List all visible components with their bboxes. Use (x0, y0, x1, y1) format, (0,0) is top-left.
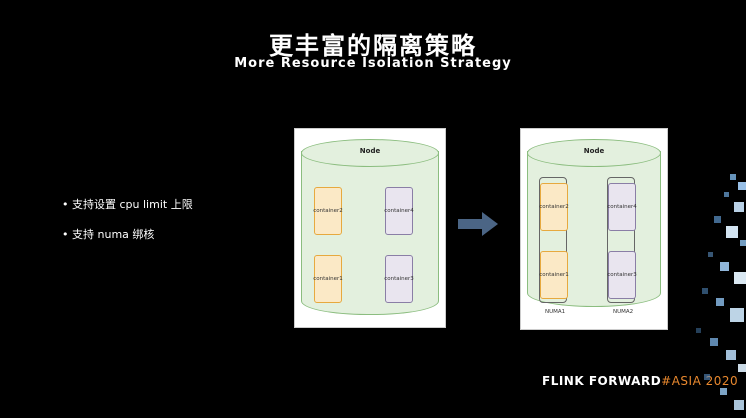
logo-text-asia: #ASIA 2020 (661, 374, 739, 388)
diagram-right: Node container2 container4 container1 co… (520, 128, 668, 330)
right-arrow-icon (458, 212, 498, 236)
decorative-pixels-icon (696, 174, 746, 410)
slide-subtitle: More Resource Isolation Strategy (234, 56, 512, 71)
numa1-label: NUMA1 (545, 309, 566, 315)
node-cylinder: Node container2 container4 container1 co… (527, 139, 661, 307)
container2-box: container2 (539, 183, 569, 231)
bullet-list: 支持设置 cpu limit 上限 支持 numa 绑核 (62, 196, 193, 256)
container1-box: container1 (313, 255, 343, 303)
slide-title: 更丰富的隔离策略 (269, 32, 477, 60)
container3-box: container3 (384, 255, 414, 303)
node-label: Node (359, 147, 381, 155)
container4-box: container4 (607, 183, 637, 231)
logo-text-flink-forward: FLINK FORWARD (542, 374, 662, 388)
numa2-label: NUMA2 (613, 309, 634, 315)
numa1-frame (539, 177, 567, 303)
node-cylinder: Node container2 container4 container1 co… (301, 139, 439, 315)
container1-box: container1 (539, 251, 569, 299)
node-label: Node (583, 147, 605, 155)
container4-box: container4 (384, 187, 414, 235)
numa2-frame (607, 177, 635, 303)
flink-forward-logo: FLINK FORWARD#ASIA 2020 (542, 374, 738, 388)
container2-box: container2 (313, 187, 343, 235)
bullet-item-cpu-limit: 支持设置 cpu limit 上限 (62, 196, 193, 226)
container3-box: container3 (607, 251, 637, 299)
diagram-left: Node container2 container4 container1 co… (294, 128, 446, 328)
bullet-item-numa: 支持 numa 绑核 (62, 226, 193, 256)
